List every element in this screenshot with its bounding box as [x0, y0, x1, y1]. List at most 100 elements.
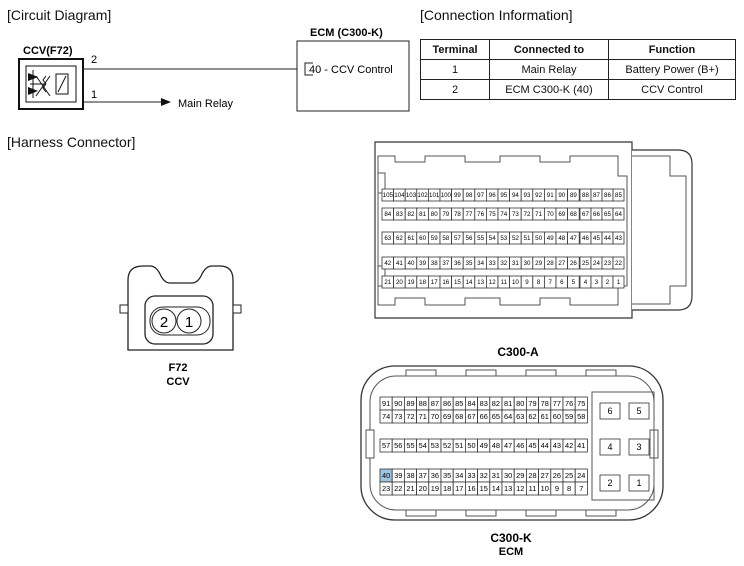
- connector-pin-63: 63: [513, 409, 527, 424]
- connector-pin-label: 88: [582, 192, 589, 199]
- connector-pin-4: 4: [579, 275, 592, 289]
- connector-pin-51: 51: [452, 438, 466, 453]
- connector-pin-99: 99: [451, 188, 464, 202]
- connector-pin-label: 87: [593, 192, 600, 199]
- connector-pin-label: 13: [504, 484, 512, 493]
- connector-pin-87: 87: [428, 396, 442, 411]
- connector-pin-81: 81: [416, 207, 429, 221]
- connector-pin-48: 48: [555, 231, 569, 245]
- connector-pin-label: 34: [455, 471, 463, 480]
- connector-pin-49: 49: [544, 231, 557, 245]
- connector-pin-47: 47: [567, 231, 580, 245]
- connector-pin-label: 80: [431, 211, 438, 218]
- connector-pin-72: 72: [520, 207, 534, 221]
- connector-pin-66: 66: [477, 409, 491, 424]
- connector-pin-label: 64: [504, 412, 512, 421]
- connector-pin-83: 83: [477, 396, 491, 411]
- connector-pin-13: 13: [501, 481, 515, 496]
- connector-pin-29: 29: [532, 256, 545, 270]
- connector-pin-label: 58: [442, 235, 449, 242]
- connector-pin-15: 15: [477, 481, 491, 496]
- connector-pin-49: 49: [477, 438, 491, 453]
- connector-pin-label: 100: [441, 192, 452, 199]
- connector-pin-label: 2: [607, 478, 612, 488]
- connector-pin-36: 36: [428, 468, 442, 483]
- connector-pin-8: 8: [532, 275, 545, 289]
- connector-pin-label: 37: [419, 471, 427, 480]
- connector-pin-label: 72: [524, 211, 531, 218]
- connector-pin-label: 90: [394, 399, 402, 408]
- connector-pin-29: 29: [513, 468, 527, 483]
- connector-pin-label: 87: [431, 399, 439, 408]
- connector-pin-label: 16: [467, 484, 475, 493]
- connector-pin-37: 37: [416, 468, 430, 483]
- connector-pin-44: 44: [538, 438, 552, 453]
- connector-pin-76: 76: [474, 207, 487, 221]
- connector-pin-label: 96: [489, 192, 496, 199]
- connector-pin-label: 5: [636, 406, 641, 416]
- connector-pin-90: 90: [391, 396, 405, 411]
- connector-pin-label: 18: [419, 279, 426, 286]
- connector-pin-label: 42: [565, 441, 573, 450]
- connector-pin-52: 52: [509, 231, 522, 245]
- connector-pin-28: 28: [526, 468, 540, 483]
- connector-pin-64: 64: [501, 409, 515, 424]
- connector-pin-48: 48: [489, 438, 503, 453]
- connector-pin-82: 82: [489, 396, 503, 411]
- connector-pin-label: 24: [577, 471, 585, 480]
- connector-pin-label: 69: [443, 412, 451, 421]
- connector-pin-label: 29: [535, 260, 542, 267]
- connector-pin-103: 103: [404, 188, 418, 202]
- connector-pin-label: 9: [555, 484, 559, 493]
- connector-pin-label: 36: [454, 260, 461, 267]
- connector-pin-label: 30: [524, 260, 531, 267]
- connector-pin-label: 10: [512, 279, 519, 286]
- connector-pin-31: 31: [489, 468, 503, 483]
- connector-pin-label: 3: [636, 442, 641, 452]
- connector-pin-label: 76: [565, 399, 573, 408]
- connector-pin-30: 30: [501, 468, 515, 483]
- connector-pin-87: 87: [590, 188, 603, 202]
- connector-pin-label: 52: [512, 235, 519, 242]
- connector-pin-label: 88: [419, 399, 427, 408]
- main-relay-label: Main Relay: [178, 98, 234, 110]
- connector-pin-79: 79: [439, 207, 453, 221]
- ecm-title: ECM (C300-K): [310, 27, 383, 39]
- connector-pin-label: 93: [524, 192, 531, 199]
- connector-pin-label: 6: [560, 279, 564, 286]
- connector-pin-label: 53: [500, 235, 507, 242]
- connector-pin-label: 26: [553, 471, 561, 480]
- connector-pin-8: 8: [562, 481, 576, 496]
- connector-pin-5: 5: [567, 275, 580, 289]
- connector-pin-label: 45: [593, 235, 600, 242]
- connector-pin-label: 85: [615, 192, 622, 199]
- connector-pin-1: 1: [628, 474, 650, 492]
- table-row: 1 Main Relay Battery Power (B+): [420, 59, 736, 80]
- connector-pin-89: 89: [567, 188, 580, 202]
- connector-pin-37: 37: [439, 256, 453, 270]
- connector-pin-label: 20: [396, 279, 403, 286]
- connector-pin-33: 33: [464, 468, 478, 483]
- connector-pin-39: 39: [391, 468, 405, 483]
- connector-pin-6: 6: [555, 275, 569, 289]
- connector-pin-86: 86: [601, 188, 614, 202]
- connector-pin-label: 41: [577, 441, 585, 450]
- connector-pin-85: 85: [452, 396, 466, 411]
- connector-pin-label: 91: [547, 192, 554, 199]
- connector-pin-100: 100: [439, 188, 453, 202]
- connector-pin-label: 35: [443, 471, 451, 480]
- connector-pin-45: 45: [590, 231, 603, 245]
- connector-pin-75: 75: [485, 207, 499, 221]
- connector-pin-52: 52: [440, 438, 454, 453]
- connector-pin-20: 20: [393, 275, 406, 289]
- connector-pin-13: 13: [474, 275, 487, 289]
- f72-pin-1: [176, 308, 202, 334]
- connector-pin-57: 57: [451, 231, 464, 245]
- connector-pin-label: 94: [512, 192, 519, 199]
- connector-pin-86: 86: [440, 396, 454, 411]
- ccv-valve-symbol: [18, 58, 84, 110]
- connector-pin-label: 39: [419, 260, 426, 267]
- connector-pin-label: 28: [547, 260, 554, 267]
- connector-pin-17: 17: [427, 275, 441, 289]
